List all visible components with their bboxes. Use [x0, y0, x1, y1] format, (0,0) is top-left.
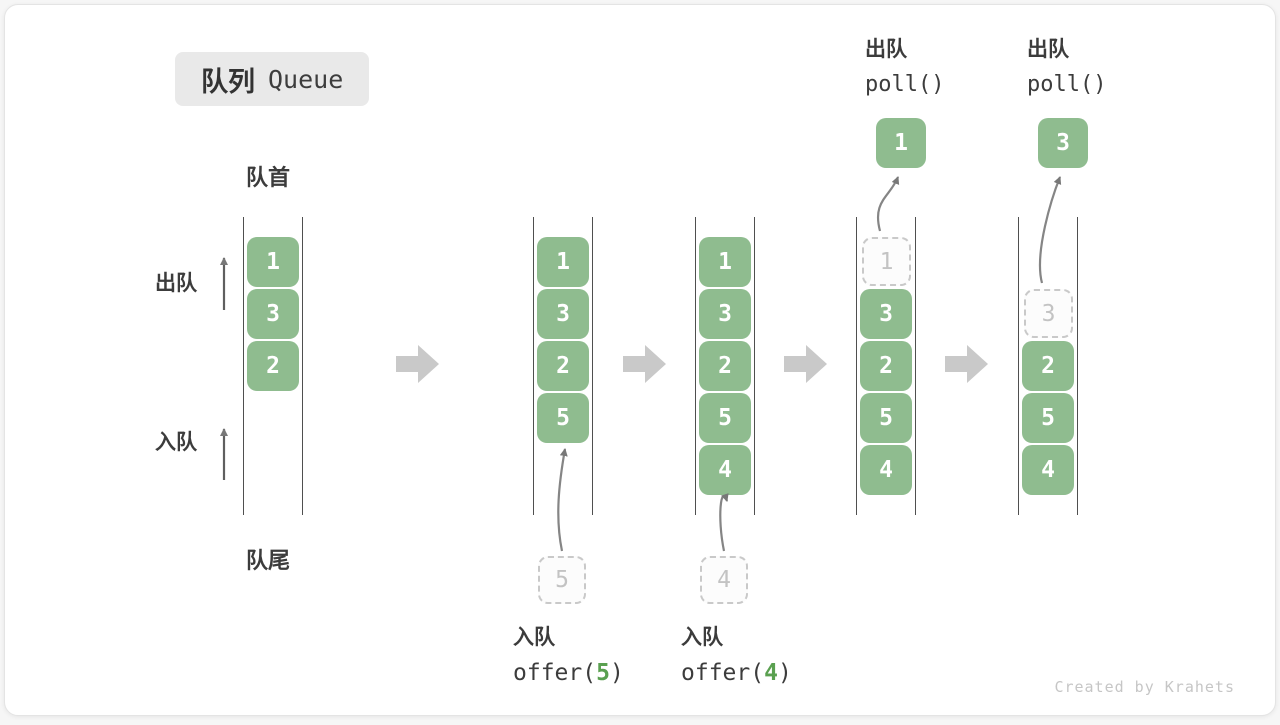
queue-element-box: 2: [247, 341, 299, 391]
title-badge: 队列 Queue: [175, 52, 370, 106]
enqueue-op-zh: 入队: [681, 626, 723, 649]
enqueue-op-code: offer(4): [681, 660, 792, 686]
title-en: Queue: [268, 64, 344, 94]
queue-element-box: 1: [699, 237, 751, 287]
queue-element-box: 2: [537, 341, 589, 391]
stage-transition-arrow-icon: [623, 345, 666, 383]
queue-element-box: 2: [699, 341, 751, 391]
dequeue-operation-label: 出队 poll(): [1027, 33, 1106, 97]
queue-element-box: 5: [1022, 393, 1074, 443]
label-enqueue: 入队: [155, 431, 197, 454]
queue-element-box: 4: [1022, 445, 1074, 495]
enqueue-arg: 4: [764, 660, 778, 686]
polled-element-box: 1: [876, 118, 926, 168]
label-dequeue: 出队: [155, 272, 197, 295]
queue-element-box: 4: [860, 445, 912, 495]
removed-element-box: 1: [862, 237, 911, 286]
stage-transition-arrow-icon: [945, 345, 988, 383]
dequeue-operation-label: 出队 poll(): [865, 33, 944, 97]
queue-element-box: 3: [699, 289, 751, 339]
queue-element-box: 2: [860, 341, 912, 391]
queue-element-box: 3: [537, 289, 589, 339]
removed-element-box: 3: [1024, 289, 1073, 338]
queue-element-box: 3: [247, 289, 299, 339]
enqueue-operation-label: 入队 offer(5): [513, 621, 624, 686]
enqueue-arg: 5: [596, 660, 610, 686]
queue-element-box: 1: [537, 237, 589, 287]
enqueue-operation-label: 入队 offer(4): [681, 621, 792, 686]
queue-element-box: 5: [699, 393, 751, 443]
incoming-element-box: 4: [700, 556, 748, 604]
label-queue-front: 队首: [246, 165, 291, 190]
queue-element-box: 5: [537, 393, 589, 443]
enqueue-op-zh: 入队: [513, 626, 555, 649]
stage-transition-arrow-icon: [784, 345, 827, 383]
label-queue-rear: 队尾: [246, 548, 291, 573]
queue-element-box: 4: [699, 445, 751, 495]
dequeue-op-zh: 出队: [865, 38, 907, 61]
watermark: Created by Krahets: [1054, 678, 1235, 696]
queue-element-box: 3: [860, 289, 912, 339]
queue-element-box: 2: [1022, 341, 1074, 391]
dequeue-op-code: poll(): [865, 72, 945, 97]
figure-canvas: 队列 Queue 队首 队尾 出队 入队 出队 poll() 出队 poll()…: [4, 4, 1276, 716]
dequeue-op-code: poll(): [1027, 72, 1107, 97]
arrows-overlay: [220, 176, 1062, 552]
polled-element-box: 3: [1038, 118, 1088, 168]
queue-element-box: 5: [860, 393, 912, 443]
incoming-element-box: 5: [538, 556, 586, 604]
enqueue-op-code: offer(5): [513, 660, 624, 686]
title-zh: 队列: [201, 66, 255, 97]
dequeue-op-zh: 出队: [1027, 38, 1069, 61]
stage-transition-arrow-icon: [396, 345, 439, 383]
queue-element-box: 1: [247, 237, 299, 287]
